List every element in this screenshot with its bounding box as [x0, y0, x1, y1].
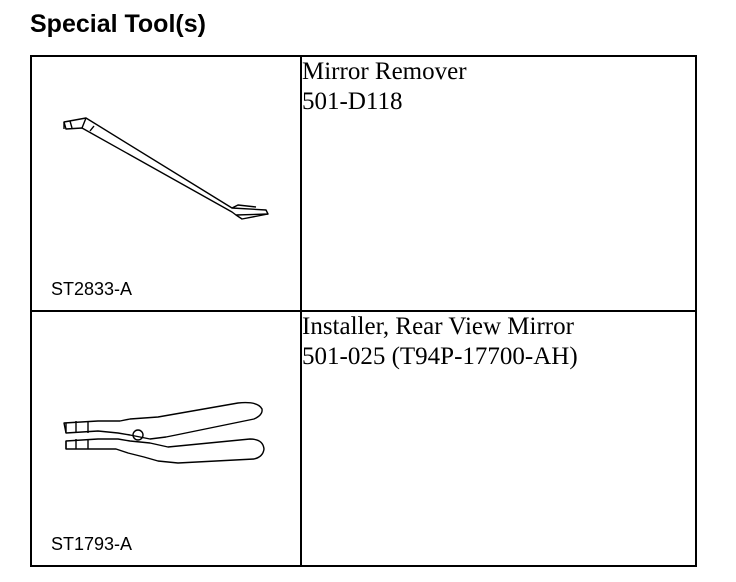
tool-number: 501-D118 [302, 88, 403, 115]
tool-number: 501-025 (T94P-17700-AH) [302, 343, 578, 370]
pliers-icon [63, 401, 265, 464]
tool-name: Installer, Rear View Mirror [302, 313, 574, 340]
tool-row: ST2833-A Mirror Remover 501-D118 [30, 55, 697, 312]
pry-bar-icon [63, 117, 269, 220]
tool-name: Mirror Remover [302, 58, 467, 85]
tool-code: ST2833-A [51, 279, 133, 299]
page-title: Special Tool(s) [30, 10, 206, 38]
tool-code: ST1793-A [51, 534, 133, 554]
tool-illustration-cell: ST1793-A [30, 310, 302, 567]
tool-description-cell: Mirror Remover 501-D118 [300, 55, 697, 312]
tool-row: ST1793-A Installer, Rear View Mirror 501… [30, 310, 697, 567]
special-tools-table: ST2833-A Mirror Remover 501-D118 ST1793-… [30, 55, 697, 567]
tool-description-cell: Installer, Rear View Mirror 501-025 (T94… [300, 310, 697, 567]
tool-illustration-cell: ST2833-A [30, 55, 302, 312]
